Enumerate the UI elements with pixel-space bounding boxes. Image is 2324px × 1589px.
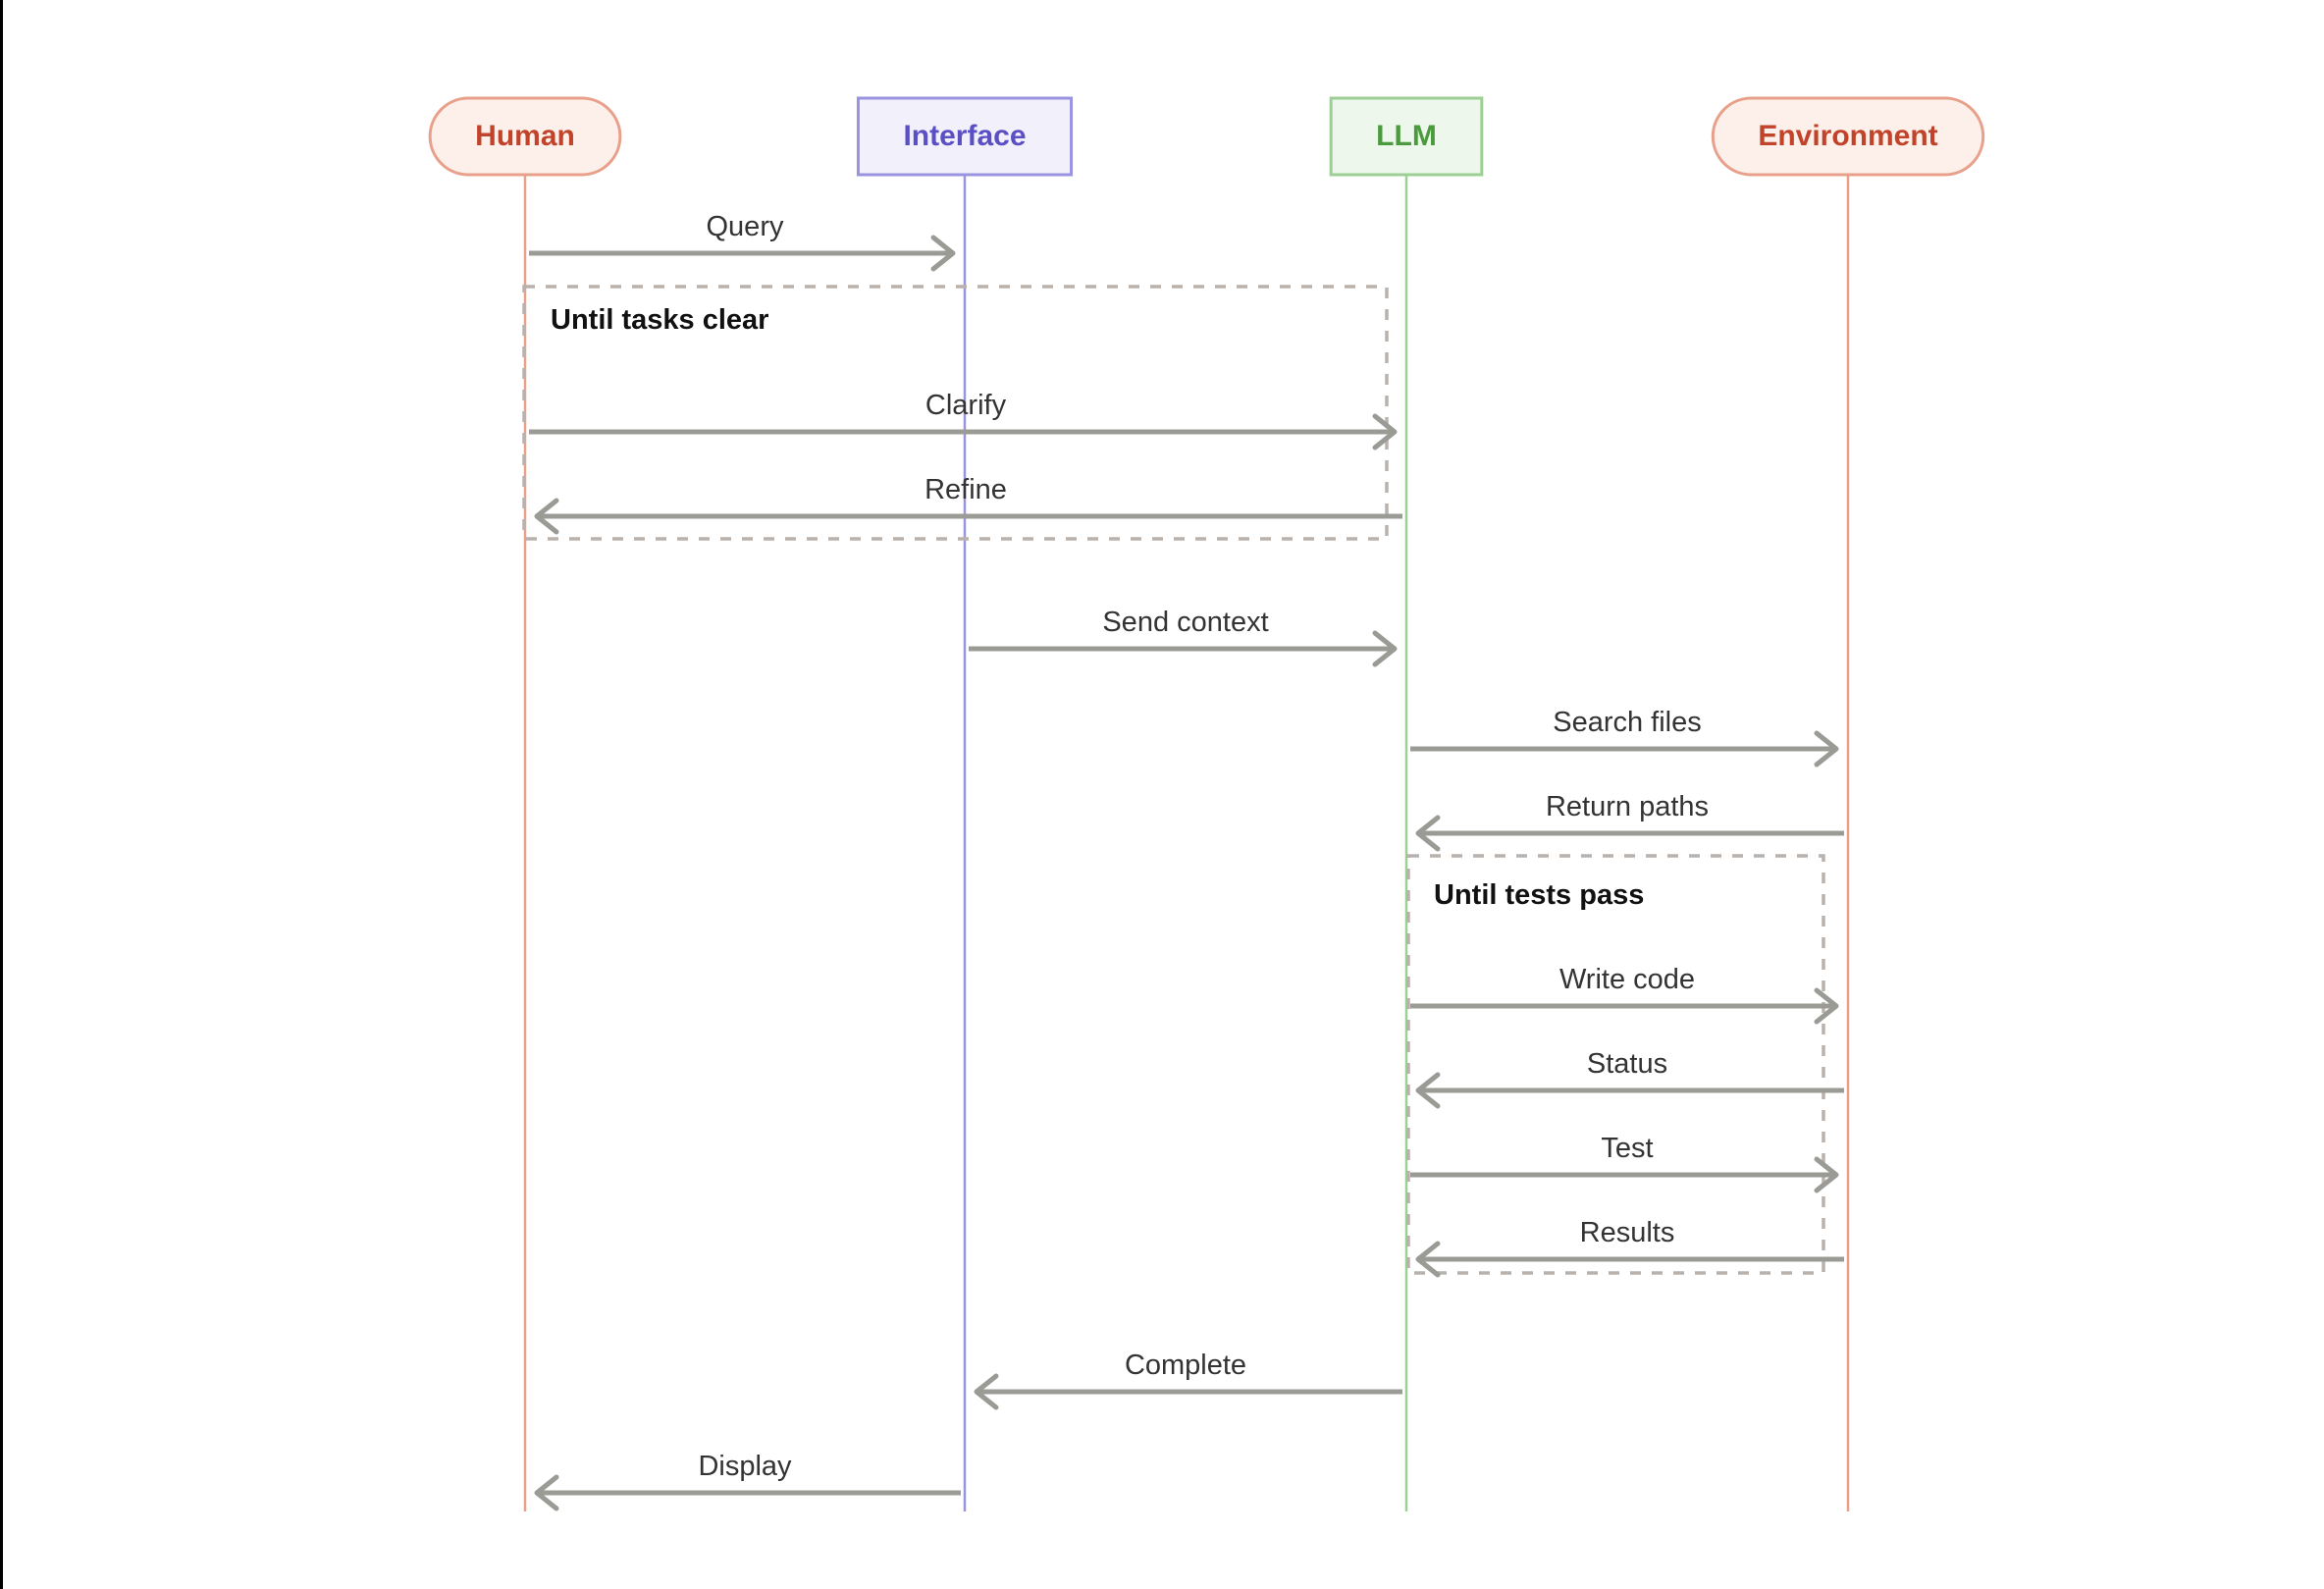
loop-label-loop-tests-pass: Until tests pass: [1434, 879, 1644, 911]
message-arrowhead: [1415, 815, 1441, 852]
message-arrowhead: [930, 235, 956, 272]
participant-shape-environment: [1711, 96, 1985, 177]
participant-shape-interface: [856, 96, 1074, 177]
message-label: Clarify: [925, 390, 1007, 421]
message-label: Query: [707, 211, 784, 242]
message-label: Return paths: [1546, 791, 1709, 822]
participant-shape-llm: [1329, 96, 1484, 177]
message-label: Test: [1601, 1133, 1653, 1164]
loop-label-loop-tasks-clear: Until tasks clear: [551, 304, 768, 336]
message-label: Display: [698, 1451, 792, 1482]
participant-label-environment: Environment: [1758, 120, 1937, 152]
participant-label-llm: LLM: [1376, 120, 1437, 152]
message-arrowhead: [1814, 987, 1839, 1025]
message-results: Results: [1415, 1217, 1844, 1278]
message-label: Send context: [1102, 607, 1268, 638]
participant-box-llm[interactable]: LLM: [1329, 96, 1484, 177]
message-arrowhead: [1814, 730, 1839, 768]
lifelines-group: [523, 175, 1850, 1511]
message-label: Write code: [1559, 964, 1695, 995]
message-test: Test: [1410, 1133, 1839, 1193]
message-search-files: Search files: [1410, 707, 1839, 768]
loop-fragment-loop-tests-pass: Until tests pass: [1406, 854, 1825, 1275]
participant-box-interface[interactable]: Interface: [856, 96, 1074, 177]
participant-boxes-group: Human Interface LLM Environment: [428, 96, 1985, 177]
loop-border-loop-tests-pass: [1406, 854, 1825, 1275]
participant-box-human[interactable]: Human: [428, 96, 622, 177]
message-arrowhead: [534, 1474, 559, 1511]
participant-shape-human: [428, 96, 622, 177]
participant-box-environment[interactable]: Environment: [1711, 96, 1985, 177]
message-status: Status: [1415, 1048, 1844, 1109]
message-arrowhead: [1372, 630, 1398, 667]
message-label: Complete: [1125, 1350, 1246, 1381]
message-complete: Complete: [974, 1350, 1402, 1410]
message-label: Status: [1587, 1048, 1667, 1080]
message-arrowhead: [974, 1373, 999, 1410]
message-clarify: Clarify: [529, 390, 1398, 450]
message-arrowhead: [1415, 1072, 1441, 1109]
participant-label-interface: Interface: [903, 120, 1026, 152]
message-write-code: Write code: [1410, 964, 1839, 1025]
message-arrowhead: [1372, 413, 1398, 450]
message-query: Query: [529, 211, 956, 272]
message-arrowhead: [1814, 1156, 1839, 1193]
participant-label-human: Human: [475, 120, 575, 152]
message-display: Display: [534, 1451, 961, 1511]
message-arrowhead: [1415, 1241, 1441, 1278]
loop-border-loop-tasks-clear: [522, 285, 1389, 541]
loop-fragment-loop-tasks-clear: Until tasks clear: [522, 285, 1389, 541]
message-label: Results: [1580, 1217, 1675, 1248]
message-label: Search files: [1553, 707, 1702, 738]
message-send-context: Send context: [969, 607, 1398, 667]
message-label: Refine: [924, 474, 1007, 505]
message-arrowhead: [534, 498, 559, 535]
message-return-paths: Return paths: [1415, 791, 1844, 852]
message-refine: Refine: [534, 474, 1402, 535]
